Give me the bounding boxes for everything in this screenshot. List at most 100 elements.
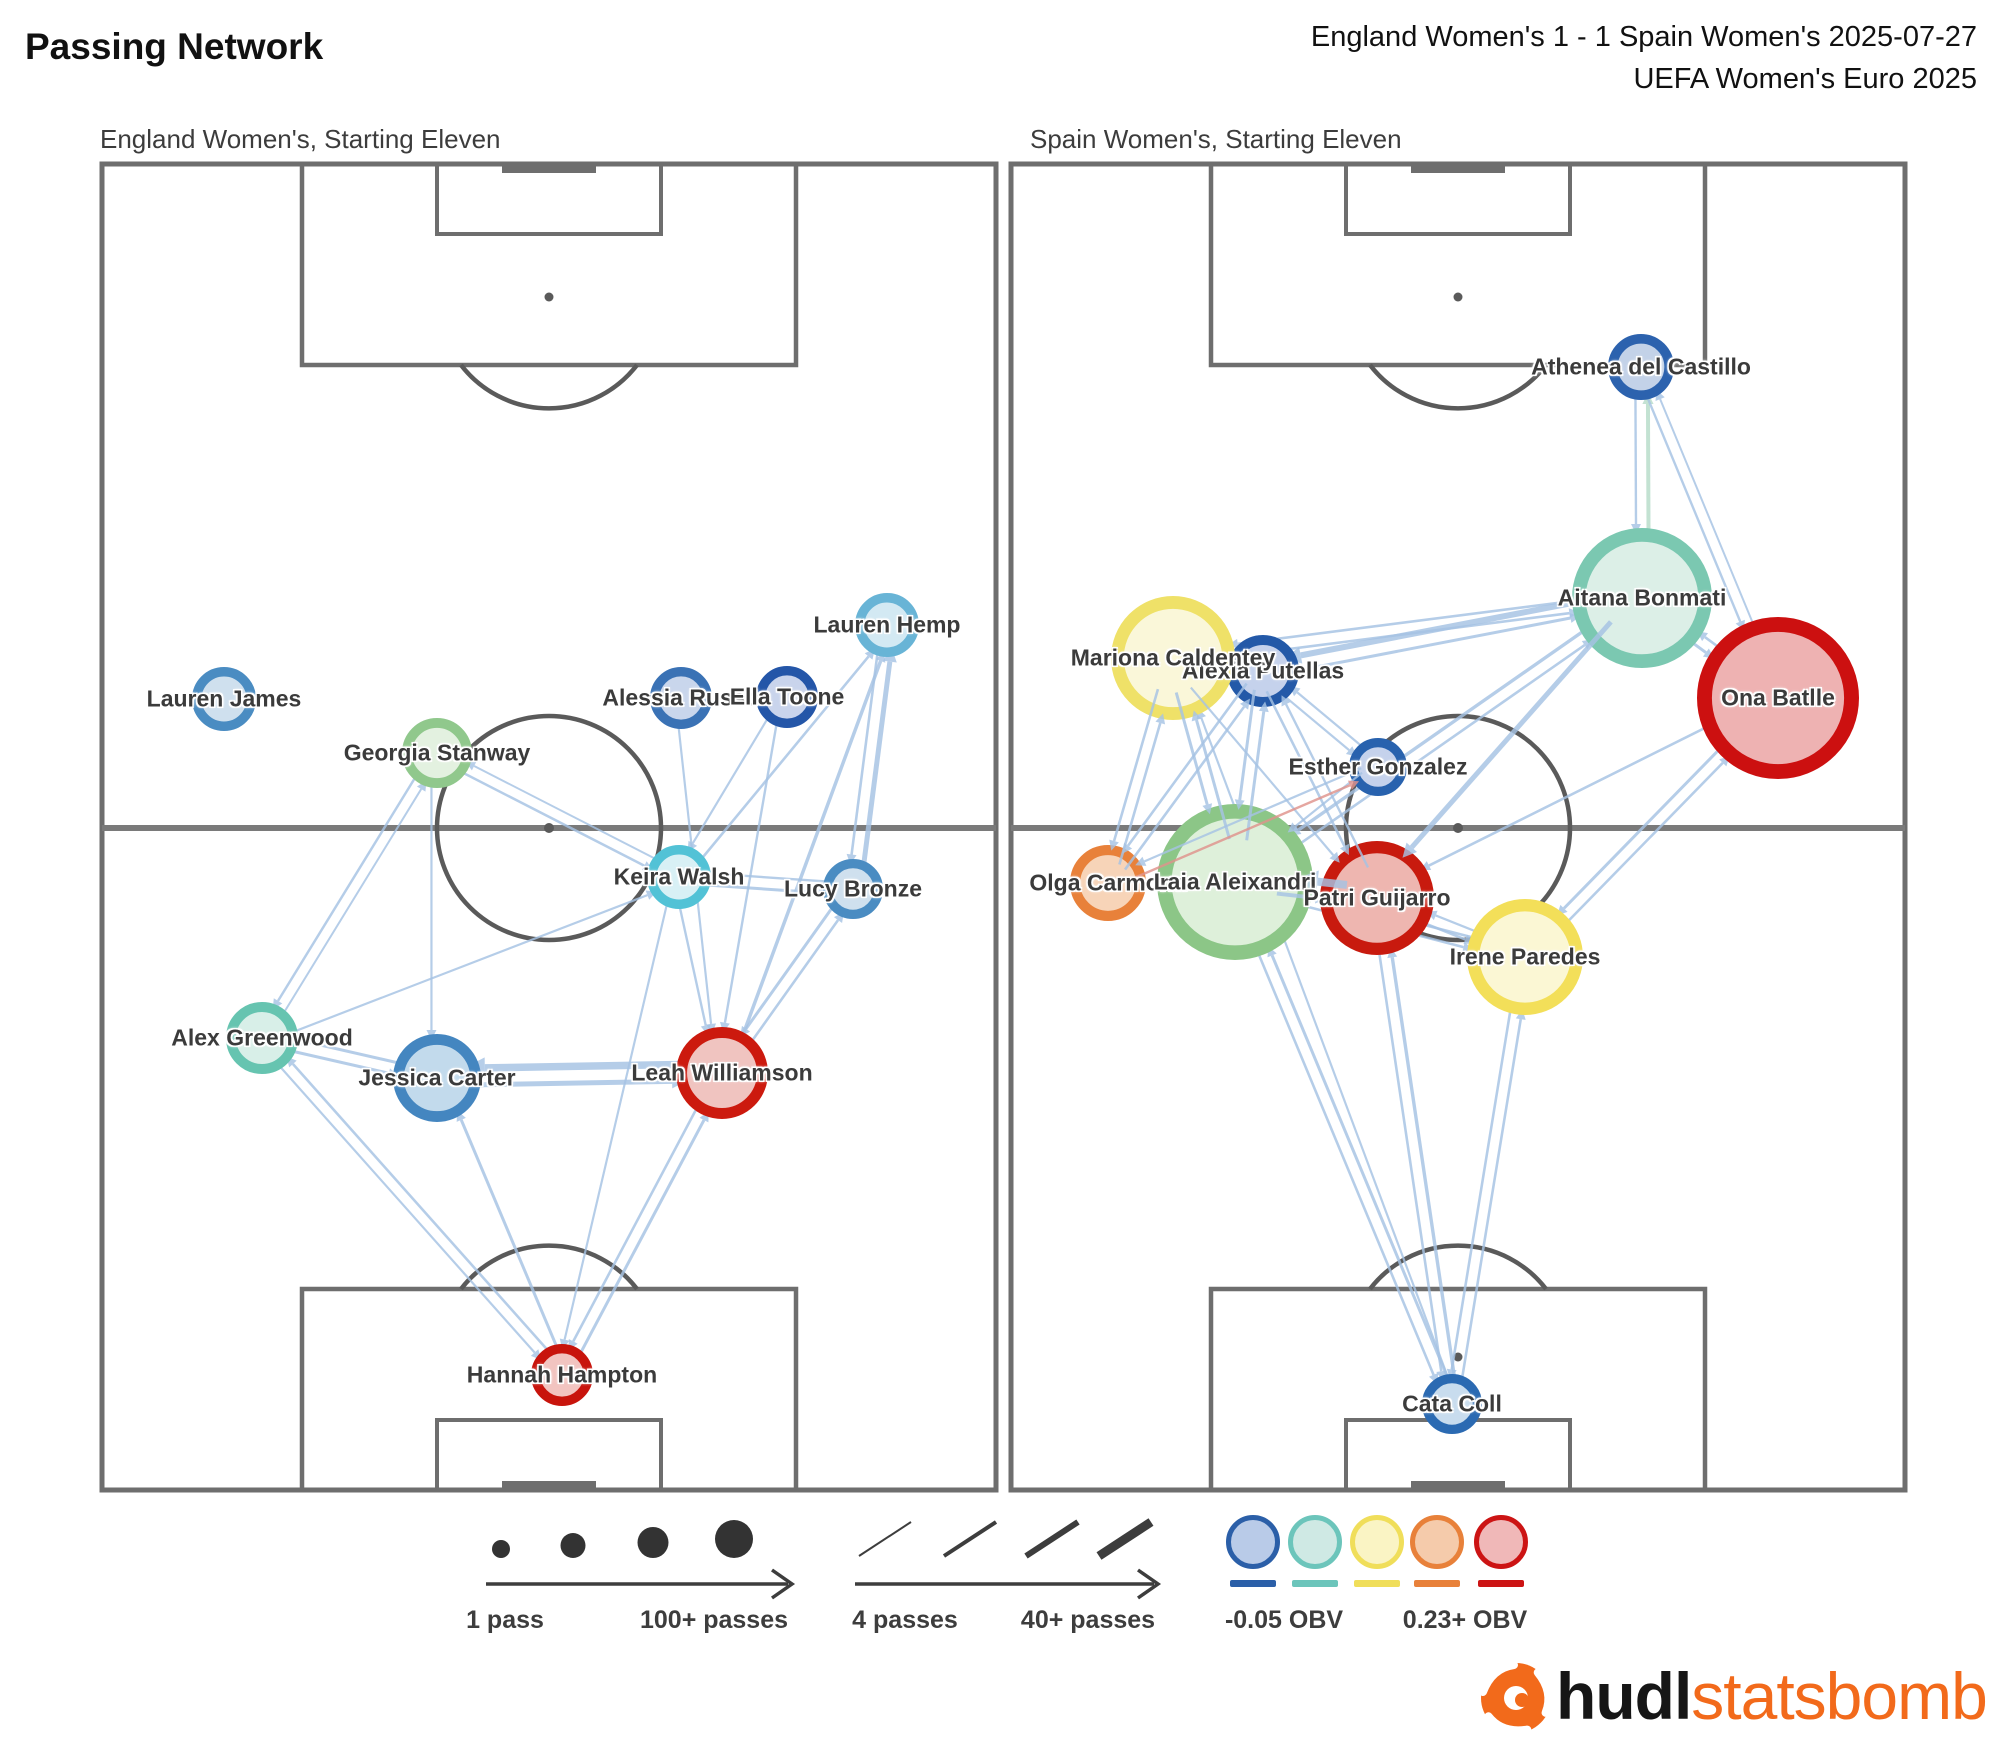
- legend-obv-dash: [1414, 1580, 1460, 1587]
- pass-edge: [1112, 688, 1160, 842]
- player-label: Cata Coll: [1402, 1390, 1502, 1417]
- competition-line: UEFA Women's Euro 2025: [1633, 63, 1977, 96]
- legend-obv-dash: [1354, 1580, 1400, 1587]
- player-node: [650, 667, 713, 730]
- pass-edge: [1450, 987, 1516, 1370]
- pass-edge: [693, 655, 870, 868]
- player-label: Laia Aleixandri: [1153, 868, 1317, 895]
- pass-edge: [1265, 690, 1346, 847]
- legend-obv-dash: [1292, 1580, 1338, 1587]
- player-label: Patri Guijarro: [1303, 884, 1451, 911]
- player-label: Lauren James: [146, 685, 302, 712]
- pass-edge: [450, 765, 645, 867]
- pass-edge: [1562, 724, 1744, 910]
- player-node: [401, 717, 472, 788]
- player-label: Keira Walsh: [613, 863, 745, 890]
- legend-arrow-head: [1136, 1568, 1162, 1600]
- pass-edge: [1283, 616, 1571, 675]
- pass-edge: [1300, 594, 1604, 659]
- pass-edge: [1238, 689, 1256, 801]
- pass-arrowhead: [1202, 803, 1213, 815]
- pass-edge: [860, 661, 893, 874]
- match-header: England Women's 1 - 1 Spain Women's 2025…: [1311, 16, 1977, 100]
- legend-size-dot: [492, 1540, 510, 1558]
- player-node: [1111, 595, 1236, 720]
- player-label: Lauren Hemp: [813, 611, 961, 638]
- pass-edge: [291, 1063, 556, 1360]
- pass-edge: [276, 765, 424, 1002]
- pass-edge: [1143, 767, 1362, 863]
- logo-statsbomb-text: statsbomb: [1691, 1659, 1987, 1733]
- legend-obv-circle: [1474, 1515, 1528, 1569]
- hudl-statsbomb-logo: hudlstatsbomb: [1556, 1652, 1988, 1740]
- pass-edge: [1174, 692, 1209, 805]
- pass-edge: [1428, 711, 1737, 867]
- legend-obv-dash: [1230, 1580, 1276, 1587]
- pass-edges-over: [1109, 620, 1613, 904]
- pass-edge: [270, 1055, 536, 1354]
- pass-edge: [461, 1078, 673, 1088]
- legend: [486, 1515, 1528, 1600]
- pass-edge: [1294, 771, 1363, 828]
- pass-edge: [676, 895, 707, 1026]
- legend-obv-circle: [1350, 1515, 1404, 1569]
- pass-arrowhead: [1347, 780, 1360, 790]
- pass-edge: [1284, 703, 1370, 868]
- player-label: Hannah Hampton: [466, 1361, 658, 1388]
- pass-edge: [282, 894, 648, 1038]
- pass-arrowhead: [1314, 892, 1327, 904]
- pass-edge: [1128, 784, 1351, 882]
- player-label: Mariona Caldentey: [1070, 644, 1276, 671]
- pass-edge: [1190, 686, 1335, 856]
- legend-width-stroke: [1024, 1519, 1080, 1559]
- legend-size-dot: [560, 1533, 586, 1558]
- pass-edge: [484, 1060, 697, 1072]
- player-label: Jessica Carter: [358, 1064, 516, 1091]
- pass-arrowhead: [1329, 851, 1340, 863]
- pass-edge: [459, 1119, 563, 1358]
- player-node: [1348, 737, 1407, 796]
- player-label: Leah Williamson: [631, 1059, 813, 1086]
- pass-arrowhead: [1234, 799, 1245, 810]
- player-nodes: [191, 593, 920, 1406]
- pass-arrowhead: [1287, 822, 1299, 833]
- match-score-line: England Women's 1 - 1 Spain Women's 2025…: [1310, 21, 1977, 53]
- player-node: [756, 666, 819, 729]
- pass-edge: [1374, 929, 1443, 1372]
- pass-edges-under: [270, 641, 897, 1364]
- player-label: Alessia Russo: [602, 684, 760, 711]
- pass-arrowhead: [1258, 701, 1269, 713]
- legend-width-stroke: [942, 1520, 998, 1558]
- legend-width-stroke: [858, 1521, 912, 1557]
- statsbomb-icon: [1479, 1661, 1553, 1735]
- pass-arrowhead: [1339, 843, 1349, 856]
- player-label: Georgia Stanway: [343, 739, 531, 766]
- pass-arrowhead: [1191, 710, 1202, 722]
- pass-edge: [691, 708, 775, 844]
- pass-arrowhead: [1436, 1370, 1447, 1382]
- pass-edge: [276, 788, 423, 1025]
- pass-arrowhead: [1240, 698, 1250, 710]
- legend-width-min-label: 4 passes: [852, 1606, 958, 1634]
- pass-edge: [1659, 398, 1767, 656]
- pass-edge: [574, 1119, 706, 1364]
- pass-arrowhead: [1155, 713, 1166, 725]
- pass-edge: [1270, 954, 1453, 1387]
- pass-edge: [1409, 620, 1613, 849]
- player-label: Ona Batlle: [1721, 684, 1835, 711]
- pass-arrowhead: [1402, 842, 1418, 858]
- player-node: [676, 1027, 769, 1120]
- pass-edge: [744, 898, 840, 1030]
- player-node: [1466, 899, 1583, 1016]
- player-label: Athenea del Castillo: [1531, 353, 1751, 380]
- pass-edge: [1297, 613, 1608, 832]
- player-node: [1422, 1374, 1483, 1435]
- pass-arrowhead: [1295, 870, 1319, 893]
- player-label: Esther Gonzalez: [1288, 753, 1468, 780]
- pass-edge: [1296, 691, 1371, 754]
- pass-edge: [740, 919, 840, 1057]
- pass-edge: [1276, 891, 1316, 900]
- player-node: [1571, 527, 1712, 668]
- pass-edge: [563, 892, 671, 1340]
